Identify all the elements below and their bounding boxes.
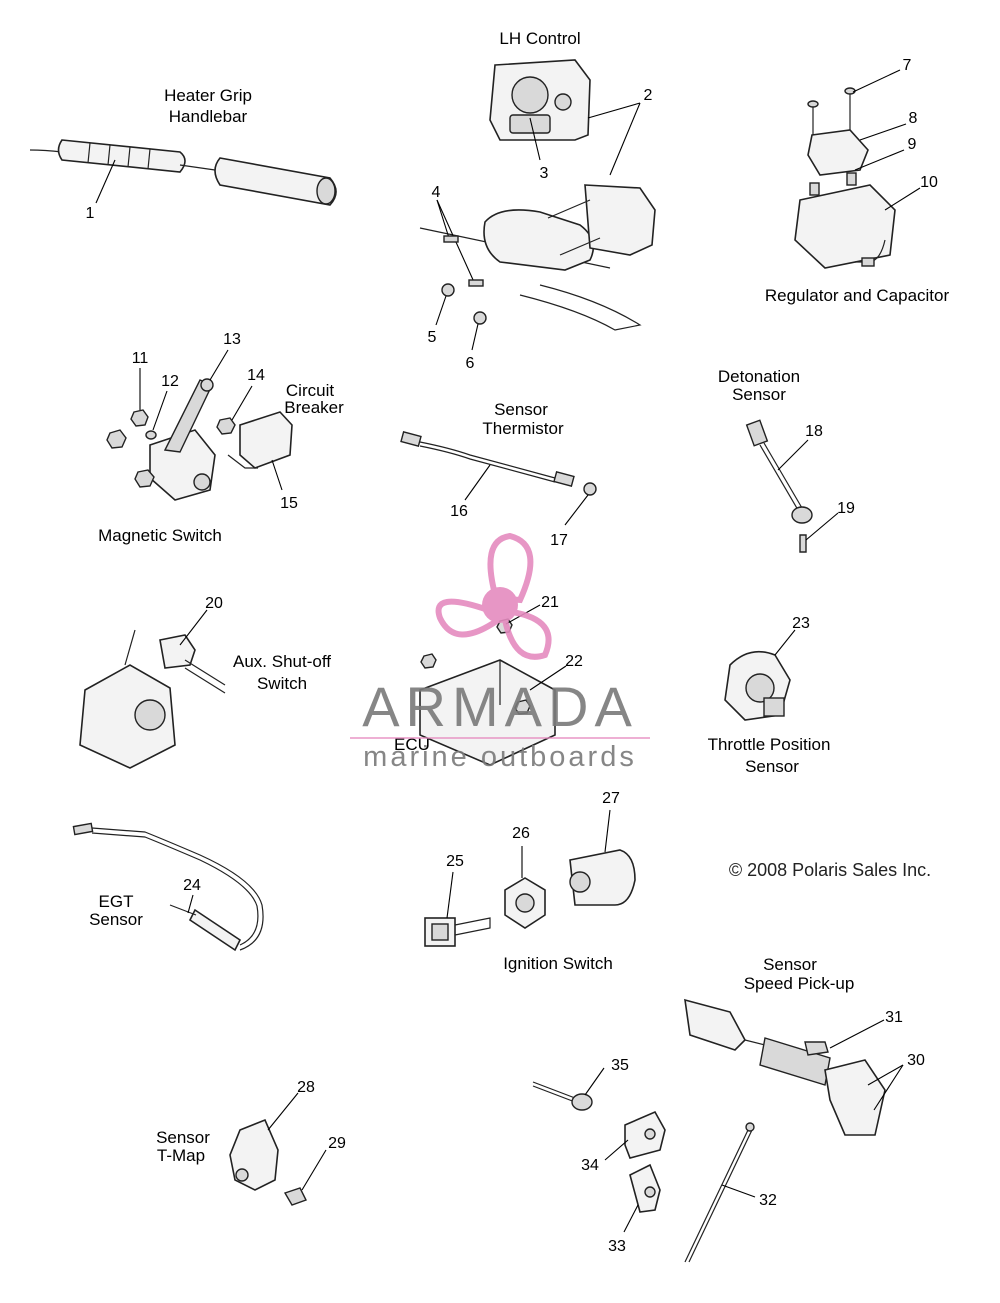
watermark-tagline: marine outboards bbox=[363, 741, 637, 773]
callout-34: 34 bbox=[581, 1157, 599, 1174]
aux-shutoff-label-1: Aux. Shut-off bbox=[233, 652, 331, 671]
callout-4: 4 bbox=[432, 184, 441, 201]
callout-22: 22 bbox=[565, 653, 583, 670]
callout-20: 20 bbox=[205, 595, 223, 612]
speed-label-1: Sensor bbox=[763, 955, 817, 974]
callout-1: 1 bbox=[86, 205, 95, 222]
callout-32: 32 bbox=[759, 1192, 777, 1209]
clip-parts bbox=[532, 1081, 666, 1213]
egt-label-1: EGT bbox=[99, 892, 134, 911]
callout-11: 11 bbox=[132, 350, 149, 367]
heater-grip-label-2: Handlebar bbox=[169, 107, 248, 126]
callout-14: 14 bbox=[247, 367, 265, 384]
thermistor-label-1: Sensor bbox=[494, 400, 548, 419]
callout-17: 17 bbox=[550, 532, 568, 549]
speed-label-2: Speed Pick-up bbox=[744, 974, 855, 993]
magnetic-switch-label: Magnetic Switch bbox=[98, 526, 222, 545]
callout-26: 26 bbox=[512, 825, 530, 842]
ignition-part bbox=[424, 849, 636, 947]
regulator-part bbox=[794, 87, 896, 269]
callout-28: 28 bbox=[297, 1079, 315, 1096]
tmap-part bbox=[229, 1118, 307, 1206]
callout-31: 31 bbox=[885, 1009, 903, 1026]
armada-watermark: ARMADA marine outboards bbox=[350, 532, 650, 773]
callout-21: 21 bbox=[541, 594, 559, 611]
callout-33: 33 bbox=[608, 1238, 626, 1255]
copyright-text: © 2008 Polaris Sales Inc. bbox=[729, 860, 931, 880]
callout-2: 2 bbox=[644, 87, 653, 104]
lh-control-assembly bbox=[419, 184, 656, 331]
ignition-label: Ignition Switch bbox=[503, 954, 613, 973]
callout-12: 12 bbox=[161, 373, 179, 390]
callout-24: 24 bbox=[183, 877, 201, 894]
heater-grip-label-1: Heater Grip bbox=[164, 86, 252, 105]
tmap-label-2: T-Map bbox=[157, 1146, 205, 1165]
thermistor-part bbox=[400, 430, 597, 496]
thermistor-label-2: Thermistor bbox=[482, 419, 564, 438]
callout-27: 27 bbox=[602, 790, 620, 807]
regulator-label: Regulator and Capacitor bbox=[765, 286, 950, 305]
ecu-label: ECU bbox=[394, 735, 430, 754]
detonation-part bbox=[745, 419, 813, 553]
callout-19: 19 bbox=[837, 500, 855, 517]
callout-13: 13 bbox=[223, 331, 241, 348]
circuit-breaker-label-1: Circuit bbox=[286, 381, 334, 400]
throttle-sensor-part bbox=[724, 650, 791, 721]
detonation-label-1: Detonation bbox=[718, 367, 800, 386]
egt-sensor-part bbox=[72, 822, 264, 952]
callout-29: 29 bbox=[328, 1135, 346, 1152]
callout-10: 10 bbox=[920, 174, 938, 191]
tmap-label-1: Sensor bbox=[156, 1128, 210, 1147]
aux-shutoff-label-2: Switch bbox=[257, 674, 307, 693]
lh-control-part bbox=[489, 59, 591, 141]
magnetic-switch-part bbox=[106, 378, 216, 501]
callout-9: 9 bbox=[908, 136, 917, 153]
throttle-label-1: Throttle Position bbox=[708, 735, 831, 754]
callout-23: 23 bbox=[792, 615, 810, 632]
propeller-logo-icon bbox=[435, 532, 552, 660]
watermark-brand: ARMADA bbox=[362, 675, 638, 738]
callout-16: 16 bbox=[450, 503, 468, 520]
circuit-breaker-label-2: Breaker bbox=[284, 398, 344, 417]
callout-3: 3 bbox=[540, 165, 549, 182]
callout-6: 6 bbox=[466, 355, 475, 372]
callout-5: 5 bbox=[428, 329, 437, 346]
callout-35: 35 bbox=[611, 1057, 629, 1074]
circuit-breaker-part bbox=[216, 411, 293, 469]
speed-pickup-part bbox=[684, 998, 886, 1263]
callout-25: 25 bbox=[446, 853, 464, 870]
lh-control-label: LH Control bbox=[499, 29, 580, 48]
detonation-label-2: Sensor bbox=[732, 385, 786, 404]
callout-8: 8 bbox=[909, 110, 918, 127]
throttle-label-2: Sensor bbox=[745, 757, 799, 776]
aux-shutoff-part bbox=[79, 629, 226, 769]
callout-7: 7 bbox=[903, 57, 912, 74]
callout-18: 18 bbox=[805, 423, 823, 440]
callout-15: 15 bbox=[280, 495, 298, 512]
callout-30: 30 bbox=[907, 1052, 925, 1069]
egt-label-2: Sensor bbox=[89, 910, 143, 929]
heater-grip-part bbox=[29, 139, 337, 206]
